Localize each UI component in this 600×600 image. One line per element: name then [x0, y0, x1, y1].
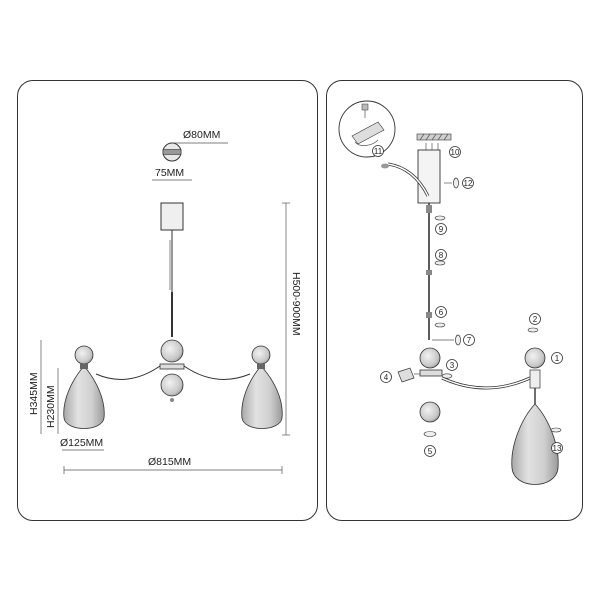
svg-text:8: 8 — [439, 251, 444, 260]
svg-text:5: 5 — [428, 447, 433, 456]
svg-text:12: 12 — [464, 179, 473, 188]
callout-4: 4 — [380, 371, 392, 383]
callout-1: 1 — [551, 352, 563, 364]
callout-9: 9 — [435, 223, 447, 235]
callout-8: 8 — [435, 249, 447, 261]
shade-diameter-label: Ø125MM — [60, 437, 103, 449]
svg-text:13: 13 — [553, 444, 562, 453]
total-width-label: Ø815MM — [148, 456, 191, 468]
svg-text:11: 11 — [374, 147, 383, 156]
callout-11: 11 — [372, 145, 384, 157]
svg-text:6: 6 — [439, 308, 444, 317]
canopy-height-label: 75MM — [155, 167, 184, 179]
total-height-label: H500-900MM — [290, 272, 302, 336]
callout-5: 5 — [424, 445, 436, 457]
callout-3: 3 — [446, 359, 458, 371]
callout-13: 13 — [551, 442, 563, 454]
svg-text:9: 9 — [439, 225, 444, 234]
height-230-label: H230MM — [45, 385, 57, 428]
svg-text:3: 3 — [450, 361, 455, 370]
callout-12: 12 — [462, 177, 474, 189]
svg-text:1: 1 — [555, 354, 560, 363]
svg-text:10: 10 — [451, 148, 460, 157]
height-345-label: H345MM — [28, 372, 40, 415]
canopy-diameter-label: Ø80MM — [183, 129, 220, 141]
glass-shade — [511, 403, 559, 485]
canopy-top-view — [162, 142, 228, 162]
svg-text:2: 2 — [533, 315, 538, 324]
callout-7: 7 — [463, 334, 475, 346]
chandelier-side-view — [63, 202, 283, 429]
callout-2: 2 — [529, 313, 541, 325]
svg-text:7: 7 — [467, 336, 472, 345]
callout-10: 10 — [449, 146, 461, 158]
mounting-detail-circle — [338, 100, 396, 158]
callout-6: 6 — [435, 306, 447, 318]
svg-text:4: 4 — [384, 373, 389, 382]
